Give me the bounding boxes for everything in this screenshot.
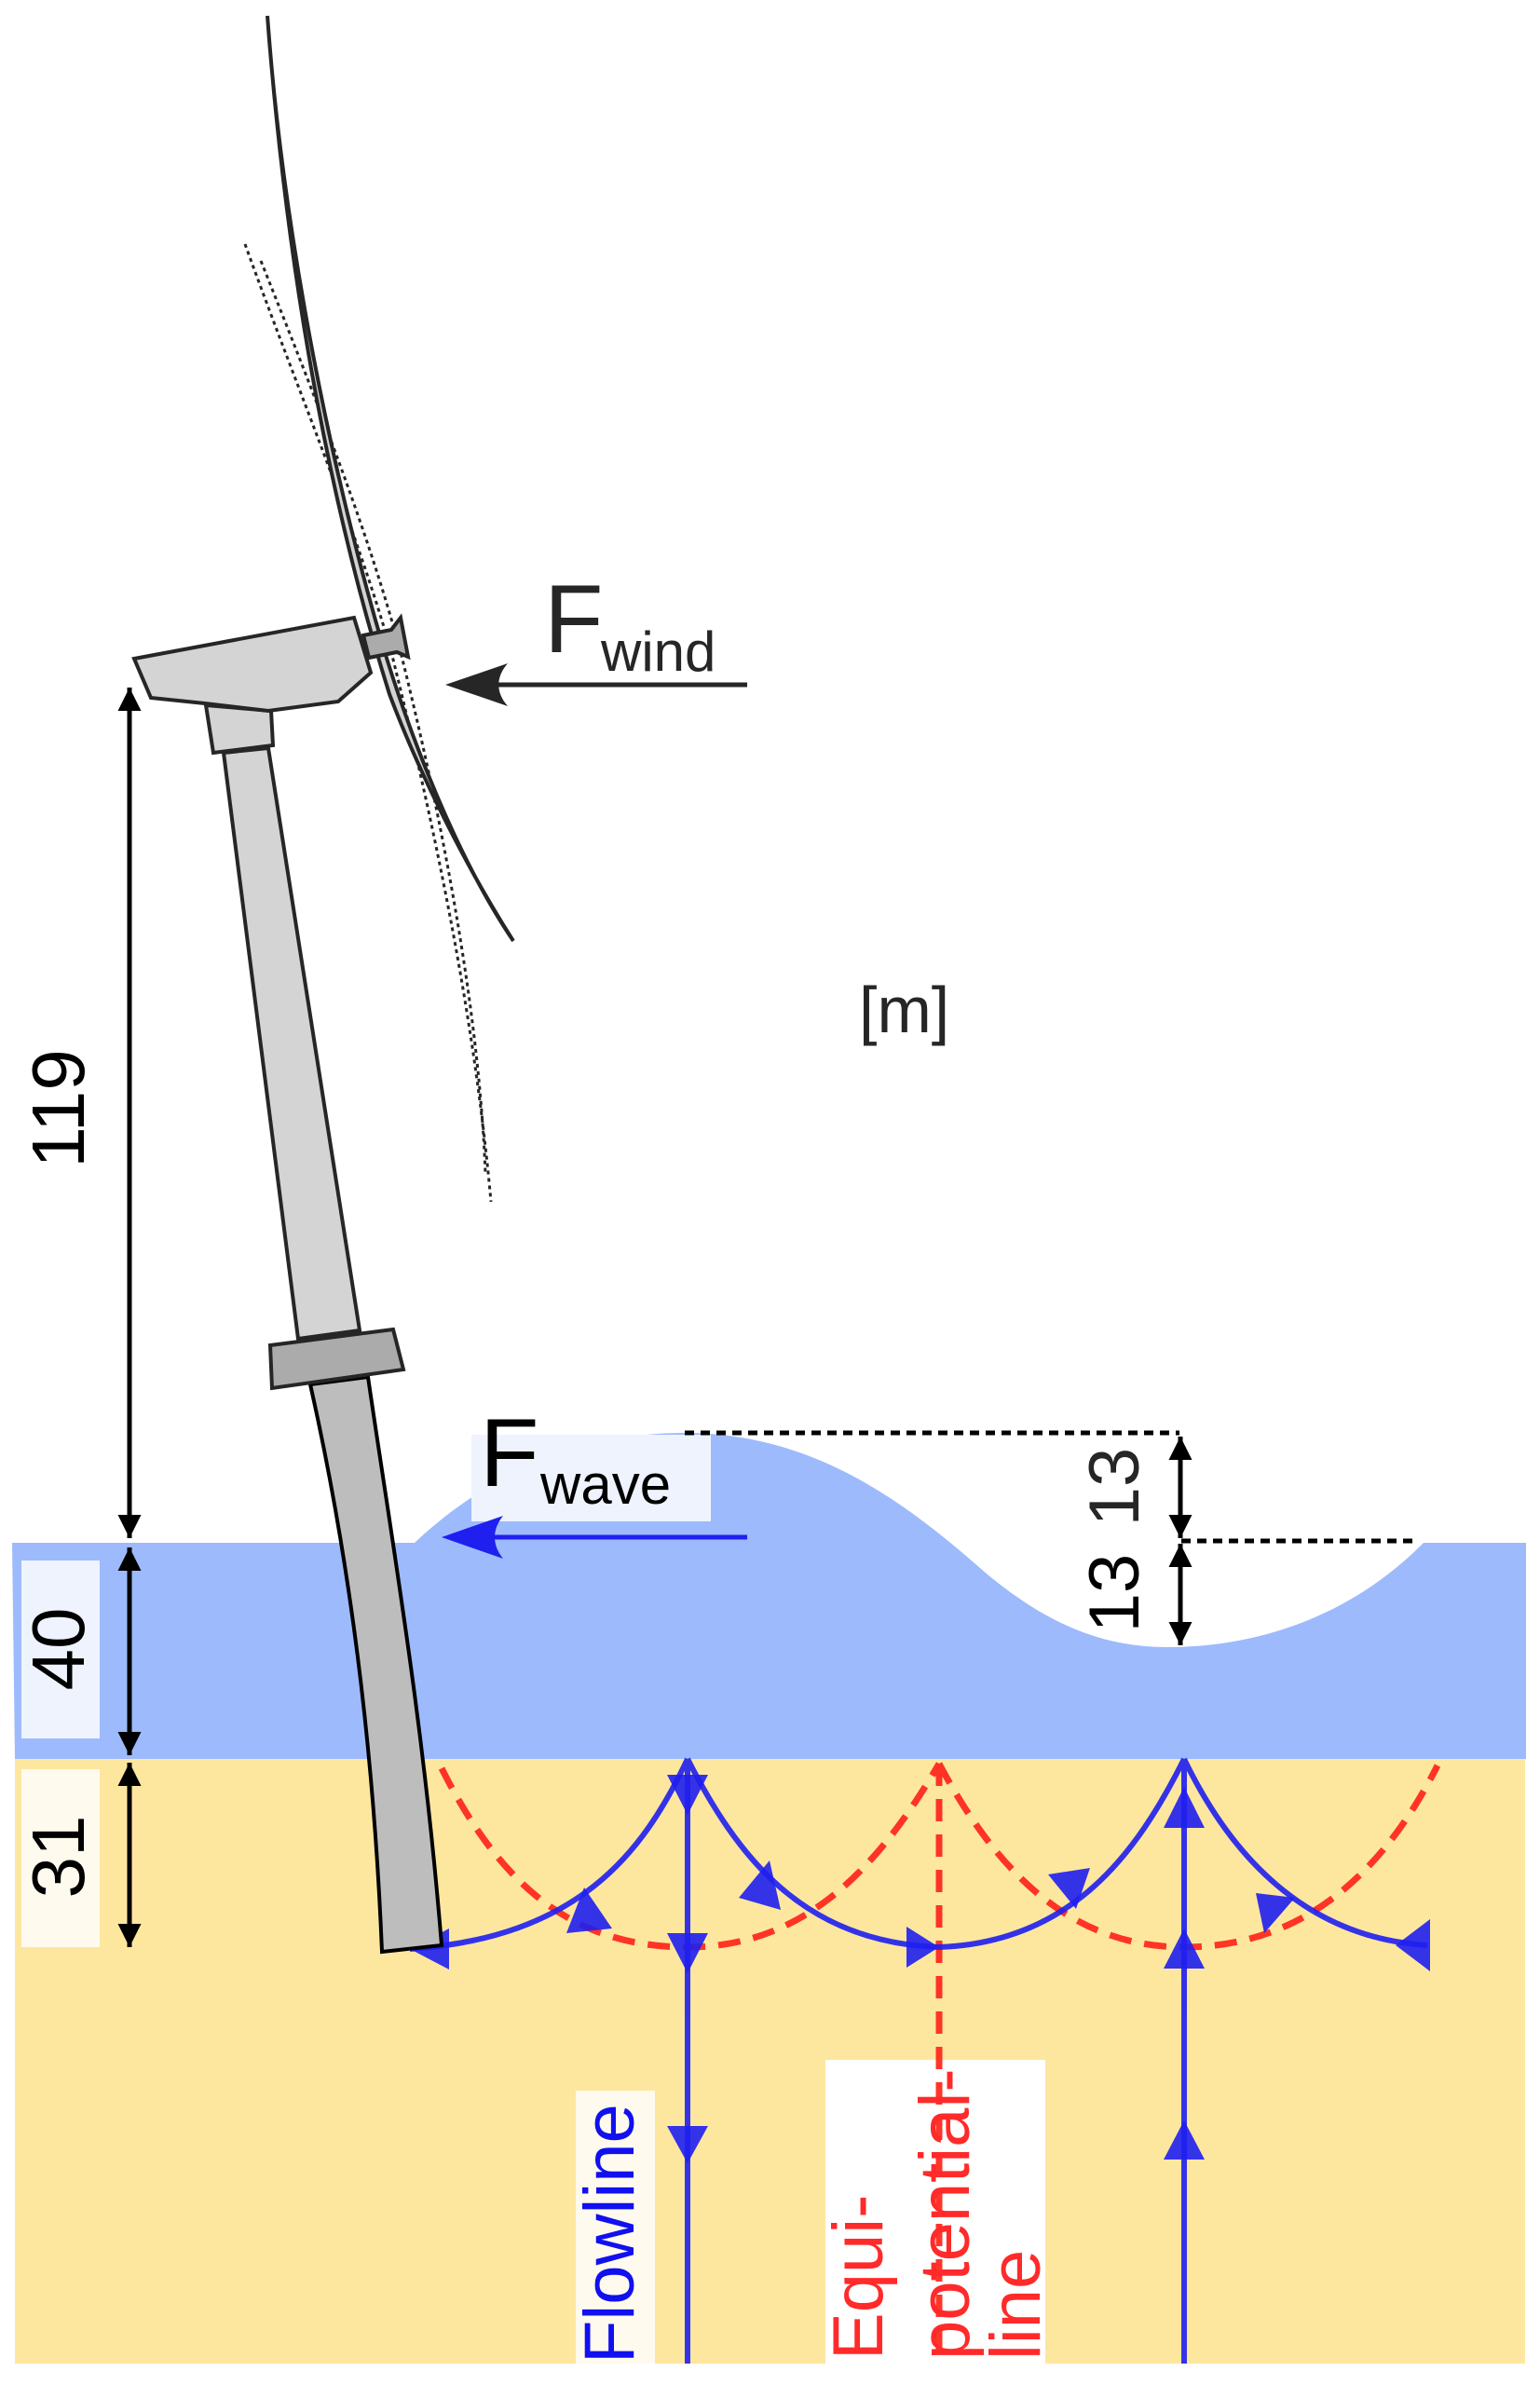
monopile xyxy=(307,1374,444,1955)
flowline-curve-4 xyxy=(1181,1757,1428,1948)
transition-piece xyxy=(267,1327,406,1391)
flow-arrow-right-1 xyxy=(906,1927,939,1968)
dimension-label-trough: 13 xyxy=(1075,1554,1154,1633)
wind-force-arrow xyxy=(445,663,747,706)
flow-arrow-up-3 xyxy=(1164,2120,1205,2160)
dimension-label-31: 31 xyxy=(17,1816,100,1899)
flow-arrow-curve-3 xyxy=(1048,1868,1090,1909)
flow-arrow-down-3 xyxy=(667,2126,708,2163)
wave-force-symbol: F xyxy=(480,1399,539,1507)
flowlines xyxy=(409,1757,1428,2364)
flow-arrow-down-2 xyxy=(667,1933,708,1973)
flow-arrow-curve-1 xyxy=(566,1888,612,1933)
blade-undeformed-outline-2 xyxy=(259,260,487,1175)
flowline-curve-3 xyxy=(938,1757,1187,1950)
label-box-wave xyxy=(471,1435,711,1521)
yaw-bearing xyxy=(203,702,276,756)
dimension-label-crest: 13 xyxy=(1075,1448,1154,1527)
flow-arrow-up-1 xyxy=(1164,1787,1205,1828)
rotor-blade xyxy=(266,15,515,943)
label-box-31 xyxy=(21,1769,100,1947)
equipotential-label-line2: potential- xyxy=(906,2068,985,2360)
flow-arrow-curve-4 xyxy=(1256,1893,1295,1933)
label-box-40 xyxy=(21,1560,100,1738)
flowline-label: Flowline xyxy=(570,2104,649,2364)
flowline-curve-1 xyxy=(409,1757,690,1952)
wind-force-symbol: F xyxy=(544,566,604,674)
tower xyxy=(221,745,362,1342)
label-box-equipotential xyxy=(825,2060,1045,2364)
flow-arrow-right-end xyxy=(1396,1919,1430,1971)
wind-force-subscript: wind xyxy=(600,620,715,683)
sea-water xyxy=(12,1433,1526,1759)
hub xyxy=(361,613,411,661)
equipotential-label-line1: Equi- xyxy=(819,2195,898,2360)
dimension-label-119: 119 xyxy=(17,1049,100,1168)
wave-force-arrow xyxy=(442,1516,747,1559)
equipotential-label-line3: line xyxy=(976,2250,1056,2360)
blade-undeformed-outline xyxy=(243,243,493,1203)
flow-arrow-curve-2 xyxy=(739,1860,781,1910)
flow-arrow-down-1 xyxy=(667,1775,708,1815)
flowline-arrows xyxy=(410,1775,1430,2163)
flow-arrow-up-2 xyxy=(1164,1928,1205,1969)
flowline-curve-2 xyxy=(685,1757,940,1950)
label-box-flowline xyxy=(576,2091,655,2364)
wave-force-subscript: wave xyxy=(539,1453,671,1516)
dimension-label-40: 40 xyxy=(17,1608,100,1691)
nacelle xyxy=(131,615,374,714)
unit-label: [m] xyxy=(859,974,949,1046)
seabed-soil xyxy=(15,1759,1525,2364)
